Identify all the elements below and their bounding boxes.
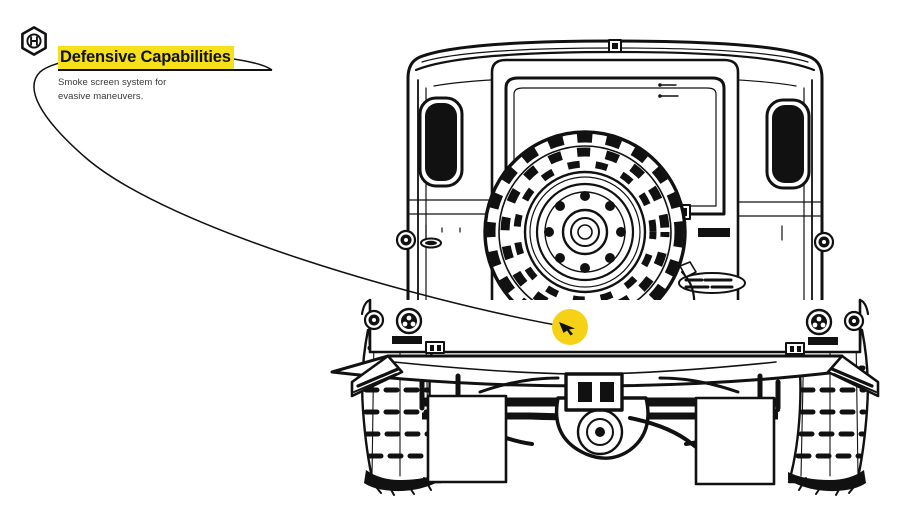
side-window-right <box>765 98 811 190</box>
callout-body: Smoke screen system for evasive maneuver… <box>58 76 208 103</box>
hexagon-h-badge-icon <box>21 26 47 56</box>
callout-body-line-2: evasive maneuvers. <box>58 90 144 102</box>
arrow-right-marker-icon <box>552 309 588 345</box>
reverse-light-left <box>395 307 423 335</box>
tail-light-lower-right <box>843 310 865 332</box>
side-window-left <box>418 96 464 188</box>
callout-block: Defensive Capabilities Smoke screen syst… <box>58 46 288 103</box>
vehicle-line-drawing <box>330 39 880 496</box>
callout-underline-rule <box>58 69 272 71</box>
tow-hitch <box>564 372 624 412</box>
tail-light-upper-right <box>813 231 835 253</box>
rear-axle-assembly <box>419 372 781 460</box>
brand-logo[interactable] <box>20 26 48 56</box>
hotspot-marker[interactable] <box>551 308 589 346</box>
tail-light-upper-left <box>395 229 417 251</box>
callout-title: Defensive Capabilities <box>58 46 234 69</box>
mud-flap-left <box>426 394 508 484</box>
vehicle-rear-view-illustration <box>330 0 900 506</box>
mud-flap-right <box>694 396 776 486</box>
reverse-light-right <box>805 308 833 336</box>
callout-title-wrap: Defensive Capabilities <box>58 46 288 71</box>
callout-body-line-1: Smoke screen system for <box>58 77 167 88</box>
tail-light-lower-left <box>363 309 385 331</box>
nameplate-badge <box>698 228 730 237</box>
